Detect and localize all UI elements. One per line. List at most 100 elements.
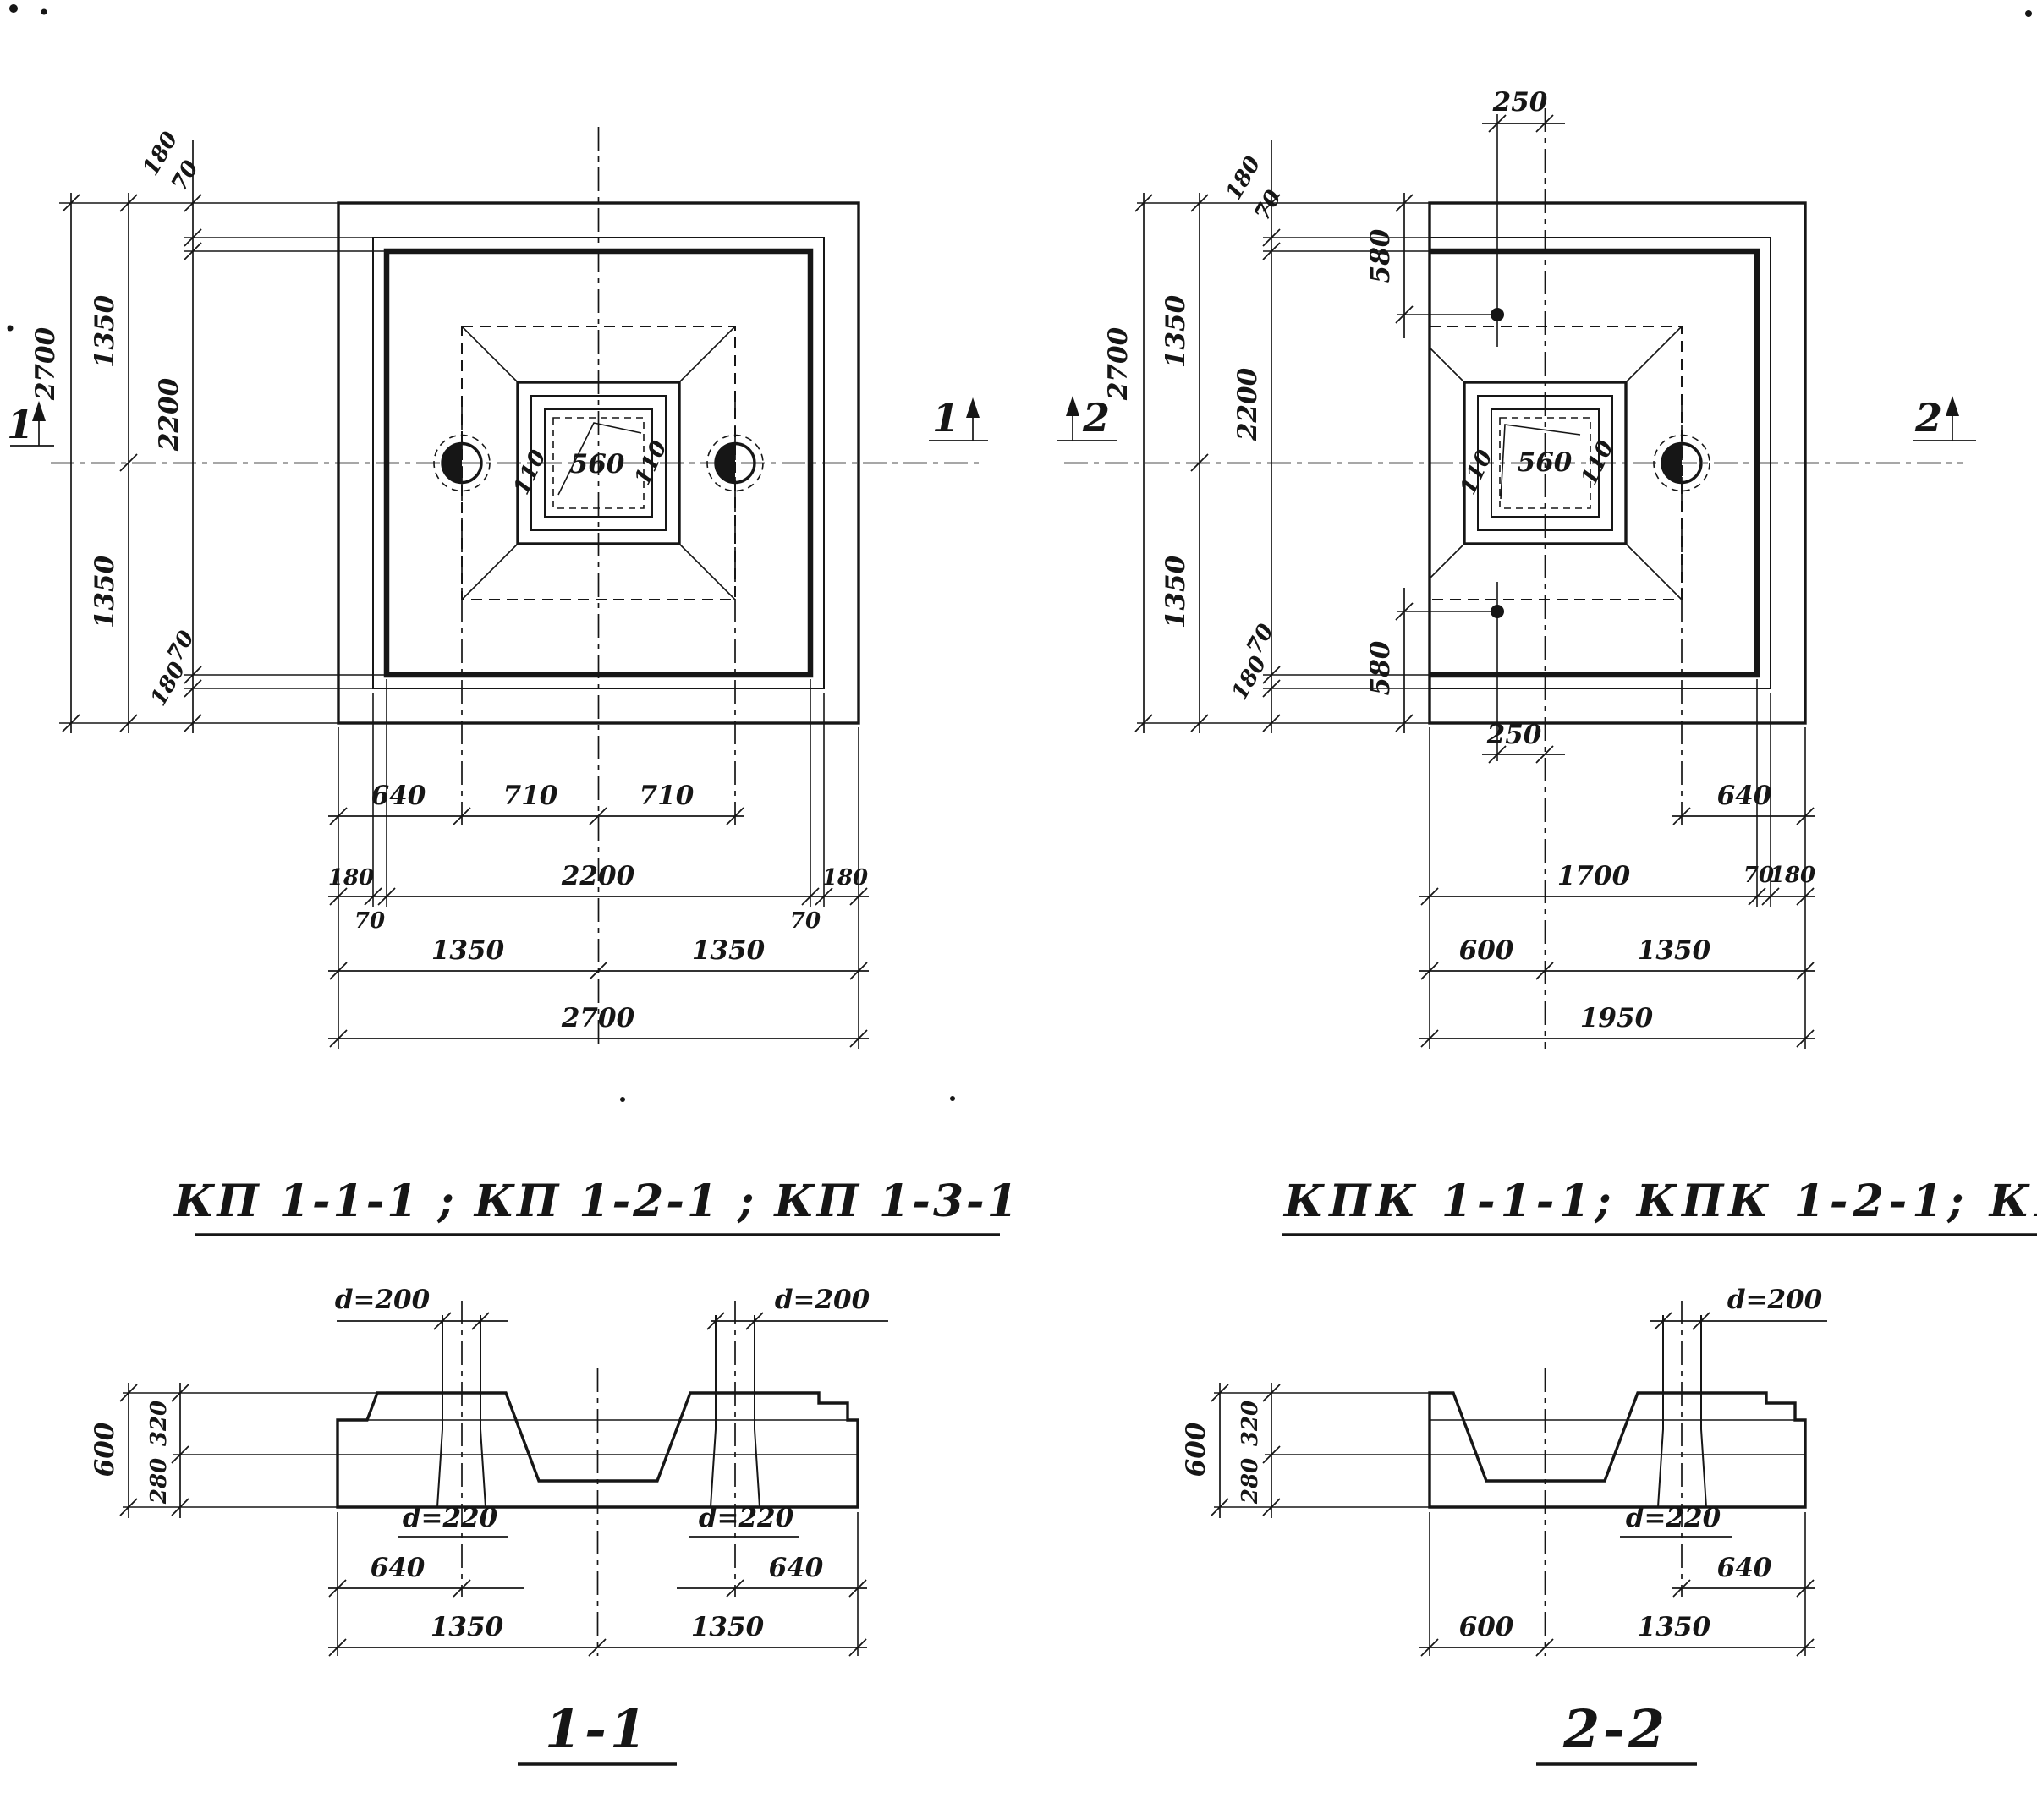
section-1-1: d=200 d=200 600 320 280 d=220 d=220 640 … (90, 1285, 888, 1766)
dim-640: 640 (1717, 1553, 1772, 1583)
section-mark-label: 2 (1082, 395, 1110, 441)
dim-250-bottom: 250 (1486, 720, 1542, 750)
series-titles: КП 1-1-1 ; КП 1-2-1 ; КП 1-3-1 КПК 1-1-1… (173, 1176, 2037, 1236)
dim-320: 320 (146, 1401, 172, 1446)
dim-2200-bottom: 2200 (561, 861, 635, 891)
dim-320: 320 (1238, 1401, 1263, 1446)
dim-d220-left: d=220 (403, 1503, 498, 1533)
dim-600: 600 (1459, 935, 1514, 966)
bottom-rows (1419, 1587, 1815, 1648)
arrow-up-icon (1946, 396, 1959, 416)
arrow-up-icon (966, 397, 980, 418)
section-mark-label: 1 (932, 395, 959, 441)
dim-1350-right: 1350 (691, 1612, 765, 1642)
extension-lines (1137, 202, 1806, 1049)
dimension-rows (1419, 123, 1815, 1039)
slope-diagonals (1429, 326, 1683, 600)
interior-lines (1430, 1419, 1805, 1455)
section-2-2: d=200 600 320 280 d=220 640 600 1350 2-2 (1181, 1285, 1827, 1766)
dim-70-right: 70 (790, 908, 821, 934)
pencil-mark (557, 422, 642, 496)
hole-shade-left (442, 443, 462, 483)
dim-70-top: 70 (1249, 186, 1287, 225)
dim-2700: 2700 (1103, 326, 1134, 401)
pipe-axes (461, 1301, 736, 1597)
dim-180-right: 180 (822, 865, 868, 891)
dim-280: 280 (1238, 1458, 1263, 1505)
arrow-up-icon (1066, 396, 1079, 416)
scan-specks (7, 4, 2032, 1102)
dim-600: 600 (1181, 1422, 1211, 1477)
section-title: 2-2 (1562, 1698, 1668, 1760)
height-chains (1219, 1383, 1272, 1518)
dim-640: 640 (1717, 781, 1772, 811)
dimension-ticks (1211, 1312, 1815, 1657)
dim-70-top: 70 (167, 156, 204, 195)
dim-1350-top: 1350 (1161, 294, 1191, 368)
dim-1350: 1350 (1638, 935, 1711, 966)
dim-580-bot: 580 (1365, 640, 1396, 695)
dim-d200: d=200 (1727, 1285, 1823, 1315)
dim-710-left: 710 (503, 781, 558, 811)
dim-600: 600 (90, 1422, 120, 1477)
dim-1350-bot: 1350 (1161, 555, 1191, 628)
extension-lines (59, 202, 859, 1049)
plan-view-left: 1 1 2700 1350 1350 2200 180 70 70 180 56… (7, 127, 988, 1049)
extension-lines (1214, 1392, 1806, 1656)
dim-1350-top: 1350 (90, 294, 120, 368)
pipe-sleeves (436, 1315, 760, 1508)
dim-70-left: 70 (354, 908, 385, 934)
hole-axes (461, 396, 736, 829)
slope-diagonals (461, 326, 736, 600)
section-outline (1428, 1391, 1807, 1509)
dim-640: 640 (371, 781, 426, 811)
dim-2200: 2200 (1233, 367, 1263, 441)
pipe-sleeve (1657, 1315, 1707, 1508)
dim-280: 280 (146, 1458, 172, 1505)
dim-1350-bot: 1350 (90, 555, 120, 628)
dim-250-top: 250 (1492, 87, 1548, 118)
hole-shade-right (716, 443, 735, 483)
dim-640-right: 640 (769, 1553, 824, 1583)
dim-1350-right: 1350 (692, 935, 766, 966)
dim-640-left: 640 (371, 1553, 426, 1583)
extension-lines (123, 1392, 859, 1656)
dim-1950: 1950 (1580, 1003, 1654, 1033)
dim-710-right: 710 (640, 781, 695, 811)
dimension-ticks (1134, 114, 1815, 1048)
hole-shade (1662, 443, 1682, 483)
series-title-left: КП 1-1-1 ; КП 1-2-1 ; КП 1-3-1 (173, 1176, 1020, 1227)
height-chains (128, 1383, 181, 1518)
pencil-mark (1500, 424, 1581, 500)
dim-1700: 1700 (1557, 861, 1631, 891)
dim-70-bot: 70 (1242, 620, 1279, 659)
section-mark-1-left: 1 (7, 401, 54, 447)
dim-2700-bottom: 2700 (561, 1003, 635, 1033)
dim-560: 560 (570, 449, 625, 480)
dim-1350-left: 1350 (431, 935, 505, 966)
dim-180: 180 (1770, 863, 1815, 888)
section-mark-label: 1 (7, 402, 34, 447)
dim-2200: 2200 (154, 377, 184, 452)
series-title-right: КПК 1-1-1; КПК 1-2-1; КПК 1-3-1 (1282, 1176, 2037, 1227)
dim-d200-right: d=200 (775, 1285, 870, 1315)
dimension-ticks (62, 194, 868, 1048)
dim-1350: 1350 (1638, 1612, 1711, 1642)
dim-70: 70 (1743, 863, 1774, 888)
section-mark-label: 2 (1914, 395, 1942, 441)
plan-view-right: 2 2 250 2700 1350 1350 2200 180 70 580 7… (1057, 87, 1976, 1049)
dim-180-left: 180 (328, 865, 374, 891)
stud-extension-lines (1397, 114, 1498, 761)
section-outline (336, 1391, 859, 1509)
dim-180-bot: 180 (1227, 652, 1272, 704)
dim-2700: 2700 (30, 326, 61, 401)
dim-600-bottom: 600 (1459, 1612, 1514, 1642)
dim-d200-left: d=200 (335, 1285, 431, 1315)
dim-d220: d=220 (1626, 1503, 1721, 1533)
slope-hidden-line (1430, 326, 1683, 600)
section-title: 1-1 (545, 1698, 650, 1760)
dim-560: 560 (1518, 447, 1573, 478)
dimension-rows-bottom (328, 815, 869, 1039)
